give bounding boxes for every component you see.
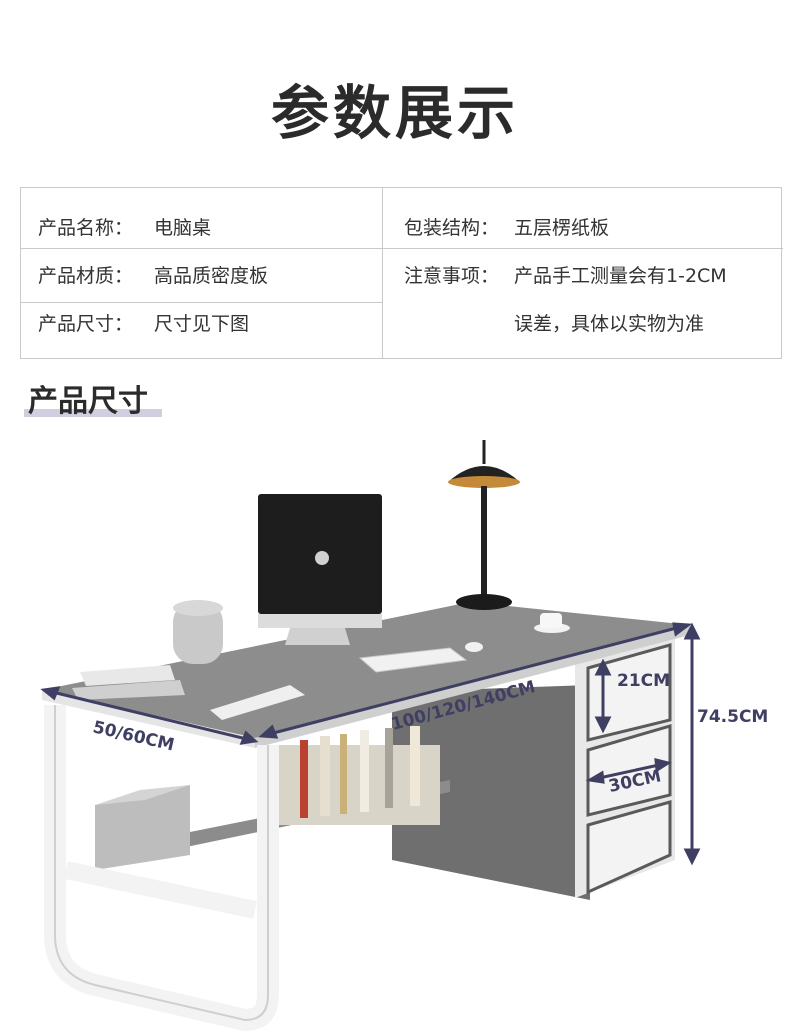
spec-value-name: 电脑桌	[154, 217, 212, 239]
spec-label-packaging: 包装结构：	[404, 217, 500, 239]
mouse	[465, 642, 483, 652]
book-stack	[72, 680, 185, 700]
drawer-bottom	[586, 800, 672, 895]
spec-value-notice-line2: 误差，具体以实物为准	[514, 313, 705, 335]
spec-value-material: 高品质密度板	[154, 265, 269, 287]
keyboard	[358, 647, 468, 673]
dimension-arrows	[40, 622, 701, 866]
page-title: 参数展示	[270, 79, 519, 147]
books	[270, 726, 440, 825]
row-divider	[21, 248, 783, 249]
open-book	[210, 685, 305, 720]
spec-label-name: 产品名称：	[38, 217, 134, 239]
drawer-top	[586, 643, 672, 742]
desk-top	[42, 602, 690, 738]
dim-drawer-height-label: 21CM	[617, 671, 670, 691]
spec-value-packaging: 五层楞纸板	[514, 217, 610, 239]
spec-value-notice-line1: 产品手工测量会有1-2CM	[514, 265, 727, 287]
section-title-highlight	[24, 409, 162, 417]
spec-table: 产品名称： 电脑桌 包装结构： 五层楞纸板 产品材质： 高品质密度板 注意事项：…	[20, 187, 783, 359]
spec-label-size: 产品尺寸：	[38, 313, 134, 335]
spec-value-size: 尺寸见下图	[154, 313, 250, 335]
storage-box	[95, 785, 190, 870]
cabinet-side	[392, 685, 590, 900]
dim-height-label: 74.5CM	[697, 707, 768, 727]
apple-logo-icon	[315, 551, 329, 565]
spec-label-notice: 注意事项：	[404, 265, 500, 287]
row-divider	[21, 302, 382, 303]
desk-illustration: 50/60CM 100/120/140CM 74.5CM 21CM 30CM	[40, 440, 768, 1032]
smart-speaker	[173, 602, 223, 664]
table-divider	[382, 188, 383, 358]
spec-label-material: 产品材质：	[38, 265, 134, 287]
section-title: 产品尺寸	[28, 384, 148, 419]
